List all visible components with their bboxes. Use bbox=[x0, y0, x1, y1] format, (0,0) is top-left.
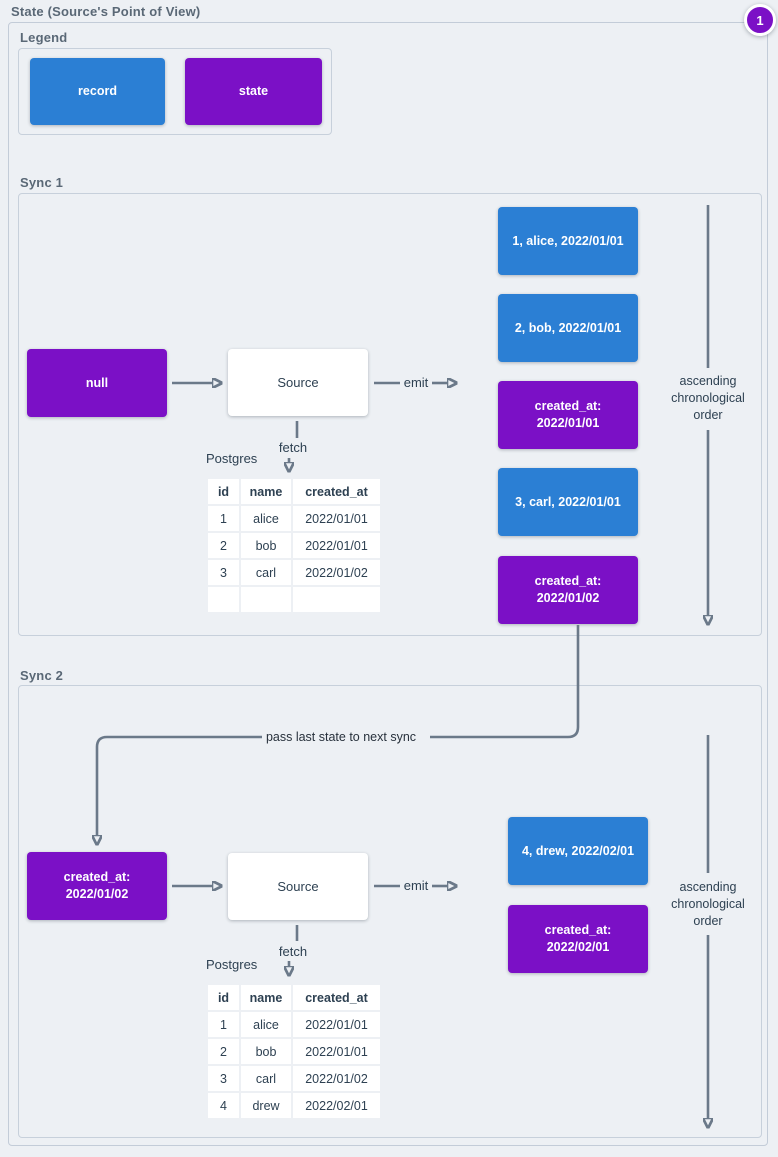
sync2-frame bbox=[18, 685, 762, 1138]
sync2-postgres-table: id name created_at 1 alice 2022/01/01 2 … bbox=[206, 983, 382, 1120]
sync1-postgres-table: id name created_at 1 alice 2022/01/01 2 … bbox=[206, 477, 382, 614]
state-box-line: 2022/01/02 bbox=[65, 887, 129, 901]
sync1-fetch-label: fetch bbox=[278, 440, 308, 455]
sync2-emit-label: emit bbox=[403, 878, 429, 893]
state-box-line: 2022/01/02 bbox=[536, 591, 600, 605]
table-cell: 2022/01/01 bbox=[293, 533, 380, 558]
table-row: 2 bob 2022/01/01 bbox=[208, 533, 380, 558]
record-box: 4, drew, 2022/02/01 bbox=[508, 817, 648, 885]
order-note-line: ascending bbox=[679, 880, 737, 894]
sync2-postgres-label: Postgres bbox=[206, 957, 258, 972]
table-cell bbox=[241, 587, 291, 612]
table-cell: bob bbox=[241, 533, 291, 558]
table-row: 3 carl 2022/01/02 bbox=[208, 1066, 380, 1091]
table-cell: 2022/01/01 bbox=[293, 506, 380, 531]
sync1-source-box: Source bbox=[228, 349, 368, 416]
state-box-line: 2022/01/01 bbox=[536, 416, 600, 430]
table-cell: carl bbox=[241, 560, 291, 585]
table-header-cell: name bbox=[241, 985, 291, 1010]
table-cell: 4 bbox=[208, 1093, 239, 1118]
record-box: 2, bob, 2022/01/01 bbox=[498, 294, 638, 362]
sync1-order-note: ascending chronological order bbox=[648, 373, 768, 424]
table-header-row: id name created_at bbox=[208, 479, 380, 504]
sync2-input-state-box: created_at: 2022/01/02 bbox=[27, 852, 167, 920]
table-row: 4 drew 2022/02/01 bbox=[208, 1093, 380, 1118]
table-cell: 3 bbox=[208, 1066, 239, 1091]
outer-frame bbox=[8, 22, 768, 1146]
state-box-line: created_at: bbox=[534, 574, 602, 588]
table-cell: alice bbox=[241, 506, 291, 531]
table-cell: drew bbox=[241, 1093, 291, 1118]
order-note-line: order bbox=[693, 914, 723, 928]
state-box: created_at: 2022/02/01 bbox=[508, 905, 648, 973]
page-title: State (Source's Point of View) bbox=[11, 4, 201, 19]
order-note-line: chronological bbox=[671, 391, 745, 405]
sync1-postgres-label: Postgres bbox=[206, 451, 258, 466]
table-header-cell: created_at bbox=[293, 985, 380, 1010]
order-note-line: chronological bbox=[671, 897, 745, 911]
table-row: 2 bob 2022/01/01 bbox=[208, 1039, 380, 1064]
state-box: created_at: 2022/01/02 bbox=[498, 556, 638, 624]
table-cell: 1 bbox=[208, 1012, 239, 1037]
sync1-input-state-box: null bbox=[27, 349, 167, 417]
sync2-source-box: Source bbox=[228, 853, 368, 920]
table-row-empty bbox=[208, 587, 380, 612]
table-cell: 2 bbox=[208, 533, 239, 558]
table-row: 1 alice 2022/01/01 bbox=[208, 506, 380, 531]
record-box: 1, alice, 2022/01/01 bbox=[498, 207, 638, 275]
table-cell bbox=[293, 587, 380, 612]
table-cell: 2022/01/02 bbox=[293, 1066, 380, 1091]
sync1-title: Sync 1 bbox=[20, 175, 64, 190]
state-box-line: created_at: bbox=[63, 870, 131, 884]
table-header-cell: id bbox=[208, 985, 239, 1010]
legend-frame bbox=[18, 48, 332, 135]
legend-state-swatch: state bbox=[185, 58, 322, 125]
table-cell: 2022/01/02 bbox=[293, 560, 380, 585]
table-header-cell: name bbox=[241, 479, 291, 504]
table-cell: 3 bbox=[208, 560, 239, 585]
table-cell: bob bbox=[241, 1039, 291, 1064]
state-box-line: 2022/02/01 bbox=[546, 940, 610, 954]
table-header-cell: created_at bbox=[293, 479, 380, 504]
record-box: 3, carl, 2022/01/01 bbox=[498, 468, 638, 536]
state-box-line: created_at: bbox=[544, 923, 612, 937]
table-cell: carl bbox=[241, 1066, 291, 1091]
order-note-line: order bbox=[693, 408, 723, 422]
table-cell: 2022/02/01 bbox=[293, 1093, 380, 1118]
table-row: 1 alice 2022/01/01 bbox=[208, 1012, 380, 1037]
state-box: created_at: 2022/01/01 bbox=[498, 381, 638, 449]
sync2-title: Sync 2 bbox=[20, 668, 64, 683]
table-cell: 1 bbox=[208, 506, 239, 531]
table-row: 3 carl 2022/01/02 bbox=[208, 560, 380, 585]
sync1-frame bbox=[18, 193, 762, 636]
state-box-line: created_at: bbox=[534, 399, 602, 413]
pass-state-connector-label: pass last state to next sync bbox=[265, 730, 417, 744]
table-header-cell: id bbox=[208, 479, 239, 504]
sync2-order-note: ascending chronological order bbox=[648, 879, 768, 930]
table-cell bbox=[208, 587, 239, 612]
table-cell: alice bbox=[241, 1012, 291, 1037]
table-cell: 2 bbox=[208, 1039, 239, 1064]
order-note-line: ascending bbox=[679, 374, 737, 388]
sync1-emit-label: emit bbox=[403, 375, 429, 390]
annotation-pin-badge[interactable]: 1 bbox=[744, 4, 776, 36]
legend-title: Legend bbox=[20, 30, 68, 45]
sync2-fetch-label: fetch bbox=[278, 944, 308, 959]
table-cell: 2022/01/01 bbox=[293, 1039, 380, 1064]
legend-record-swatch: record bbox=[30, 58, 165, 125]
table-cell: 2022/01/01 bbox=[293, 1012, 380, 1037]
table-header-row: id name created_at bbox=[208, 985, 380, 1010]
